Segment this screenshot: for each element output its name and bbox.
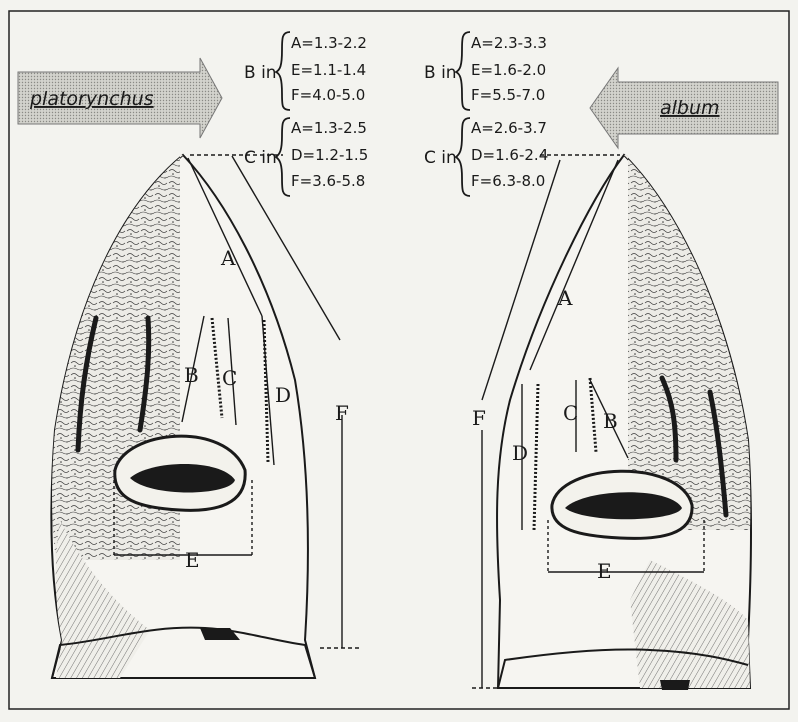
left-label-c: C	[222, 366, 237, 390]
left-ratio-b-line-2: E=1.1-1.4	[291, 61, 366, 79]
left-label-f: F	[335, 401, 349, 425]
right-label-e: E	[597, 559, 612, 583]
left-species-name: platorynchus	[29, 88, 154, 110]
right-label-f: F	[472, 406, 486, 430]
right-ratio-b-head: B in	[424, 63, 457, 83]
left-label-e: E	[185, 548, 200, 572]
left-label-d: D	[275, 383, 291, 407]
left-ratio-c-head: C in	[244, 148, 277, 168]
left-ratio-c: C in A=1.3-2.5 D=1.2-1.5 F=3.6-5.8	[244, 118, 368, 196]
right-label-d: D	[512, 441, 528, 465]
right-species-arrow: album	[590, 68, 778, 148]
right-ratio-c-line-1: A=2.6-3.7	[471, 119, 547, 137]
right-ratio-c-line-2: D=1.6-2.4	[471, 146, 548, 164]
left-ratio-b-line-1: A=1.3-2.2	[291, 34, 367, 52]
left-ratio-b: B in A=1.3-2.2 E=1.1-1.4 F=4.0-5.0	[244, 32, 367, 110]
left-label-b: B	[184, 363, 199, 387]
right-species-name: album	[660, 97, 720, 119]
left-ratio-b-head: B in	[244, 63, 277, 83]
right-ratio-c-head: C in	[424, 148, 457, 168]
left-ratio-c-line-2: D=1.2-1.5	[291, 146, 368, 164]
right-label-a: A	[557, 286, 573, 310]
right-label-c: C	[563, 401, 578, 425]
right-ratio-b-line-1: A=2.3-3.3	[471, 34, 547, 52]
left-ratio-c-line-3: F=3.6-5.8	[291, 172, 365, 190]
right-ratio-b-line-2: E=1.6-2.0	[471, 61, 546, 79]
left-species-arrow: platorynchus	[18, 58, 222, 138]
right-ratio-b: B in A=2.3-3.3 E=1.6-2.0 F=5.5-7.0	[424, 32, 547, 110]
right-ratio-b-line-3: F=5.5-7.0	[471, 86, 545, 104]
right-ratio-c-line-3: F=6.3-8.0	[471, 172, 545, 190]
left-label-a: A	[220, 246, 236, 270]
right-label-b: B	[603, 409, 618, 433]
left-ratio-b-line-3: F=4.0-5.0	[291, 86, 365, 104]
left-ratio-c-line-1: A=1.3-2.5	[291, 119, 367, 137]
right-ratio-c: C in A=2.6-3.7 D=1.6-2.4 F=6.3-8.0	[424, 118, 548, 196]
